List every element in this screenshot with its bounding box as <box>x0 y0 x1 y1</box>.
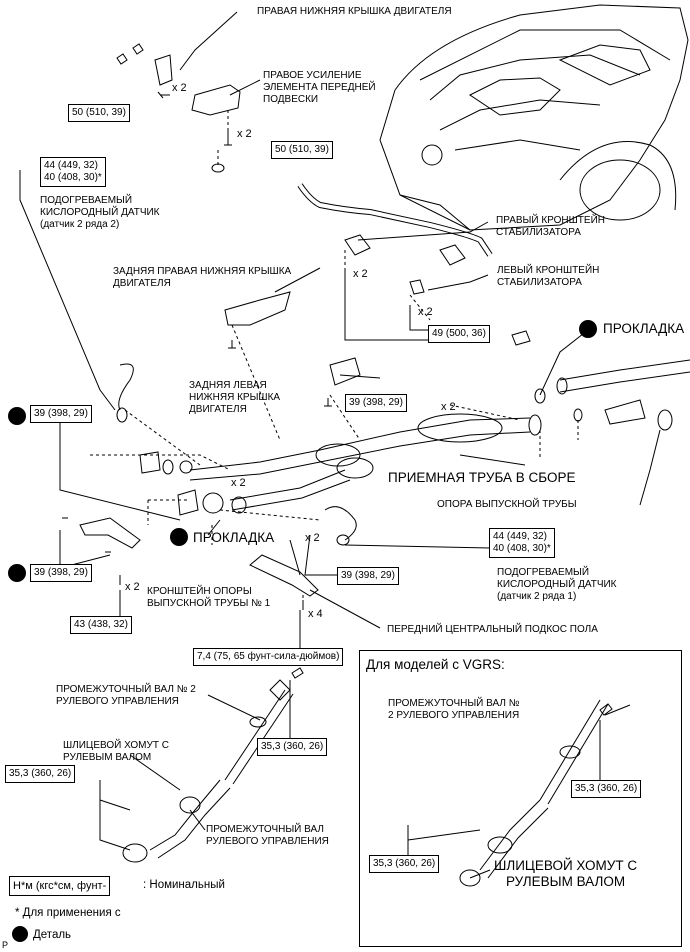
vehicle-engine-bay <box>379 4 689 231</box>
vgrs-inset-frame <box>359 650 682 947</box>
torque-box-35-b: 35,3 (360, 26) <box>5 765 76 783</box>
support-bracket-shape <box>79 517 141 549</box>
legend-unit-box: Н*м (кгс*см, фунт- <box>9 876 111 896</box>
torque-box-44-b2: 44 (449, 32) 40 (408, 30)* <box>40 157 106 187</box>
torque-box-35-vgrs-a: 35,3 (360, 26) <box>571 780 642 798</box>
gaskets-and-joints <box>139 451 247 516</box>
quantity-x2: x 2 <box>231 477 246 489</box>
front-pipe-assembly-shape <box>189 413 542 511</box>
quantity-x2: x 2 <box>353 268 368 280</box>
torque-box-49: 49 (500, 36) <box>428 325 490 343</box>
label-left-stabilizer-bracket: ЛЕВЫЙ КРОНШТЕЙН СТАБИЛИЗАТОРА <box>497 265 600 288</box>
label-intermediate-shaft-2: ПРОМЕЖУТОЧНЫЙ ВАЛ № 2 РУЛЕВОГО УПРАВЛЕНИ… <box>56 684 196 707</box>
label-right-front-suspension-brace: ПРАВОЕ УСИЛЕНИЕ ЭЛЕМЕНТА ПЕРЕДНЕЙ ПОДВЕС… <box>263 70 376 105</box>
label-front-pipe-assembly: ПРИЕМНАЯ ТРУБА В СБОРЕ <box>388 470 576 485</box>
quantity-x4: x 4 <box>308 608 323 620</box>
non-reusable-part-icon <box>12 926 28 942</box>
rear-left-cover-shape <box>329 357 361 386</box>
stabilizer-bar <box>297 183 493 320</box>
non-reusable-part-icon <box>579 320 597 338</box>
corner-mark: P <box>2 940 9 950</box>
non-reusable-part-icon <box>8 407 26 425</box>
label-exhaust-pipe-support: ОПОРА ВЫПУСКНОЙ ТРУБЫ <box>437 499 577 510</box>
torque-box-39-a: 39 (398, 29) <box>30 405 92 423</box>
torque-box-35-vgrs-b: 35,3 (360, 26) <box>369 855 440 873</box>
engine-cover-parts <box>116 43 241 173</box>
label-spline-yoke: ШЛИЦЕВОЙ ХОМУТ С РУЛЕВЫМ ВАЛОМ <box>63 740 169 763</box>
label-front-floor-center-brace: ПЕРЕДНИЙ ЦЕНТРАЛЬНЫЙ ПОДКОС ПОЛА <box>387 624 598 635</box>
torque-box-43: 43 (438, 32) <box>70 616 132 634</box>
oxygen-sensors <box>116 363 357 546</box>
legend-asterisk-note: * Для применения с <box>15 907 121 919</box>
quantity-x2: x 2 <box>125 581 140 593</box>
steering-shaft-vgrs <box>459 699 613 887</box>
floor-brace-shape <box>249 554 319 597</box>
label-gasket-mid: ПРОКЛАДКА <box>193 530 275 545</box>
quantity-x2: x 2 <box>305 532 320 544</box>
non-reusable-part-icon <box>170 528 188 546</box>
non-reusable-part-icon <box>8 564 26 582</box>
label-rear-left-lower-engine-cover: ЗАДНЯЯ ЛЕВАЯ НИЖНЯЯ КРЫШКА ДВИГАТЕЛЯ <box>189 380 281 415</box>
torque-box-50-mid: 50 (510, 39) <box>271 141 333 159</box>
quantity-x2: x 2 <box>418 306 433 318</box>
legend-part-note: Деталь <box>33 929 72 941</box>
legend-unit-text: : Номинальный <box>143 879 225 891</box>
rear-right-cover-shape <box>224 291 291 326</box>
torque-box-39-b: 39 (398, 29) <box>345 394 407 412</box>
quantity-x2: x 2 <box>237 128 252 140</box>
torque-box-50-top: 50 (510, 39) <box>68 104 130 122</box>
label-heated-o2-sensor-b2s2: ПОДОГРЕВАЕМЫЙ КИСЛОРОДНЫЙ ДАТЧИК (датчик… <box>40 195 160 230</box>
alignment-dashes <box>90 110 579 605</box>
quantity-x2: x 2 <box>172 82 187 94</box>
label-heated-o2-sensor-b1s2: ПОДОГРЕВАЕМЫЙ КИСЛОРОДНЫЙ ДАТЧИК (датчик… <box>497 567 617 602</box>
label-right-lower-engine-cover: ПРАВАЯ НИЖНЯЯ КРЫШКА ДВИГАТЕЛЯ <box>257 6 452 17</box>
label-gasket-top: ПРОКЛАДКА <box>603 321 685 336</box>
torque-box-39-c: 39 (398, 29) <box>30 564 92 582</box>
torque-box-39-d: 39 (398, 29) <box>337 567 399 585</box>
label-right-stabilizer-bracket: ПРАВЫЙ КРОНШТЕЙН СТАБИЛИЗАТОРА <box>496 215 605 238</box>
torque-box-35-a: 35,3 (360, 26) <box>257 738 328 756</box>
label-vgrs-title: Для моделей с VGRS: <box>366 657 505 672</box>
label-intermediate-shaft: ПРОМЕЖУТОЧНЫЙ ВАЛ РУЛЕВОГО УПРАВЛЕНИЯ <box>206 824 329 847</box>
torque-box-7-4: 7,4 (75, 65 фунт-сила-дюймов) <box>193 648 344 666</box>
rear-exhaust-pipe <box>511 330 690 431</box>
quantity-x2: x 2 <box>441 401 456 413</box>
label-vgrs-intermediate-shaft-2: ПРОМЕЖУТОЧНЫЙ ВАЛ № 2 РУЛЕВОГО УПРАВЛЕНИ… <box>388 698 520 721</box>
label-vgrs-spline-yoke: ШЛИЦЕВОЙ ХОМУТ С РУЛЕВЫМ ВАЛОМ <box>494 858 638 889</box>
leader-lines <box>19 11 661 879</box>
label-exhaust-support-bracket-1: КРОНШТЕЙН ОПОРЫ ВЫПУСКНОЙ ТРУБЫ № 1 <box>147 586 271 609</box>
torque-box-44-b1: 44 (449, 32) 40 (408, 30)* <box>489 528 555 558</box>
label-rear-right-lower-engine-cover: ЗАДНЯЯ ПРАВАЯ НИЖНЯЯ КРЫШКА ДВИГАТЕЛЯ <box>113 266 292 289</box>
